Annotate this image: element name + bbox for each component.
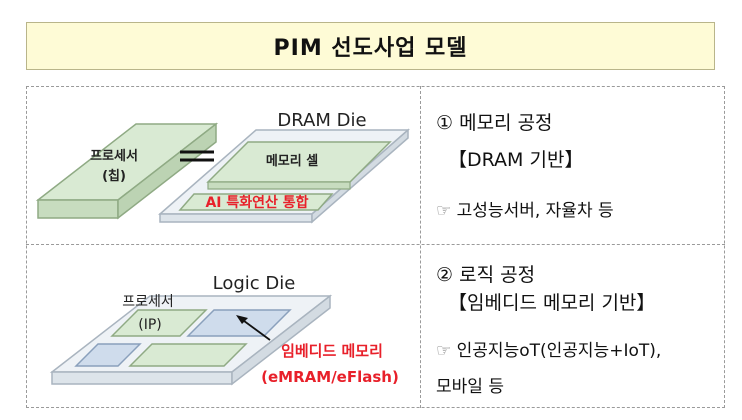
pointing-hand-icon: ☞ (436, 341, 452, 361)
circled-number-one: ① (436, 112, 454, 134)
blue-block (74, 343, 142, 367)
embedded-memory-label: 임베디드 메모리 (281, 342, 383, 360)
dram-die-label: DRAM Die (277, 110, 366, 131)
processor-sub-label: (칩) (102, 168, 126, 184)
row-divider (26, 244, 725, 245)
ai-compute-block (178, 193, 334, 211)
processor-ip-label: 프로세서 (122, 294, 174, 310)
logic-base-label: 【임베디드 메모리 기반】 (448, 292, 656, 314)
embedded-memory-sub-label: (eMRAM/eFlash) (261, 368, 399, 386)
logic-die-label: Logic Die (213, 273, 296, 294)
processor-label: 프로세서 (90, 149, 138, 164)
processor-chip (35, 122, 219, 220)
green-block (128, 343, 248, 367)
dram-model-heading: ① 메모리 공정 (436, 108, 553, 135)
dram-process-title: 메모리 공정 (459, 112, 553, 134)
embedded-memory-block (186, 309, 292, 337)
logic-process-title: 로직 공정 (459, 264, 536, 286)
ai-compute-label: AI 특화연산 통합 (205, 194, 308, 211)
column-divider (420, 86, 421, 408)
logic-model-heading: ② 로직 공정 (436, 260, 535, 287)
pointing-hand-icon: ☞ (436, 201, 452, 221)
memory-cell-block (206, 141, 392, 190)
comparison-table (26, 86, 725, 408)
dram-base-label: 【DRAM 기반】 (448, 149, 584, 171)
interconnect-lines (180, 150, 214, 162)
dram-example: ☞ 고성능서버, 자율차 등 (436, 196, 614, 221)
logic-example-text: 인공지능oT(인공지능+IoT), (456, 341, 662, 361)
pointer-arrow (236, 315, 271, 341)
title-banner: PIM 선도사업 모델 (26, 22, 715, 70)
logic-example-line2: 모바일 등 (436, 377, 504, 397)
page-title: PIM 선도사업 모델 (273, 36, 468, 61)
processor-ip-block (110, 309, 208, 337)
logic-example: ☞ 인공지능oT(인공지능+IoT), (436, 336, 661, 361)
dram-example-text: 고성능서버, 자율차 등 (456, 201, 614, 221)
processor-ip-sub-label: (IP) (138, 317, 162, 333)
circled-number-two: ② (436, 264, 454, 286)
memory-cell-label: 메모리 셀 (266, 153, 318, 169)
